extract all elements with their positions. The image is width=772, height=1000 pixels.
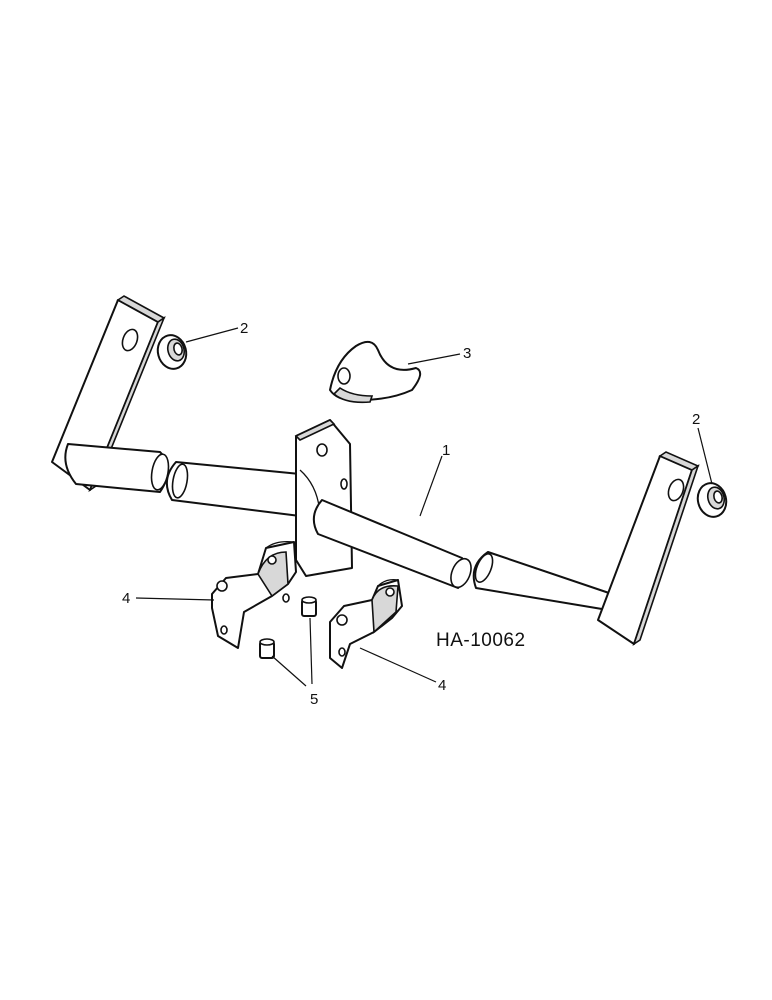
leader-clamp (407, 353, 461, 365)
bearing-left-hole-top (216, 580, 228, 592)
callout-seal-right: 2 (692, 411, 700, 428)
leader-lines (135, 327, 713, 687)
leader-bearing-right (359, 647, 437, 683)
shaft-center-left-segment (165, 461, 301, 517)
seal-right (696, 482, 728, 518)
bearing-right (329, 578, 403, 669)
left-arm-hole (121, 328, 139, 352)
leader-seal-left (185, 327, 239, 343)
bushing-upper (301, 596, 317, 617)
callout-bearing-right: 4 (438, 677, 446, 694)
shaft-center-right-segment (312, 499, 472, 589)
drawing-id: HA-10062 (436, 630, 526, 651)
callout-bearing-left: 4 (122, 590, 130, 607)
bushing-lower (259, 638, 275, 659)
shaft-right-segment (472, 551, 613, 611)
leader-shaft (419, 455, 443, 517)
center-plate (294, 419, 353, 577)
clamp-hole (337, 367, 351, 385)
plate-hole-upper (316, 443, 328, 457)
right-arm-hole (667, 478, 685, 502)
bearing-left (211, 540, 297, 649)
leader-seal-right (697, 427, 713, 485)
plate-hole-right (340, 478, 348, 490)
callout-bushings: 5 (310, 691, 318, 708)
leader-bushing-lower (271, 655, 307, 687)
leader-bushing-upper (309, 617, 313, 685)
callout-clamp: 3 (463, 345, 471, 362)
leader-bearing-left (135, 597, 215, 601)
clamp-top (329, 340, 422, 404)
bearing-right-hole-top (336, 614, 348, 626)
callout-shaft: 1 (442, 442, 450, 459)
callout-seal-left: 2 (240, 320, 248, 337)
shaft-left-segment (64, 443, 170, 493)
right-arm (597, 451, 700, 646)
seal-left (156, 334, 188, 370)
